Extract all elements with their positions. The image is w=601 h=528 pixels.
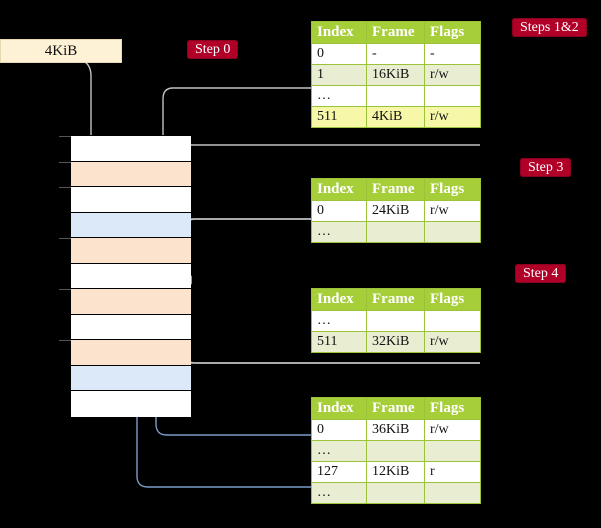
step-badge-label: Step 0 [195,42,231,57]
cell-frame: 16KiB [366,64,425,86]
step-badge-step4: Step 4 [515,264,567,283]
cell-flags [424,310,481,332]
step-badge-label: Step 3 [528,160,564,175]
table-row[interactable]: … [311,440,481,462]
cell-flags [424,85,481,107]
cell-frame [366,221,425,243]
cell-frame: 4KiB [366,106,425,128]
memory-frame-row [71,136,191,162]
column-header-frame: Frame [366,21,425,44]
table-row[interactable]: … [311,85,481,107]
step-badge-label: Steps 1&2 [520,20,579,35]
cell-index: … [311,221,367,243]
column-header-index: Index [311,397,367,420]
cell-flags: - [424,43,481,65]
table-row[interactable]: … [311,482,481,504]
cell-frame [366,440,425,462]
cell-index: 127 [311,461,367,483]
cell-index: 511 [311,106,367,128]
cell-index: 0 [311,200,367,222]
step-badge-steps12: Steps 1&2 [512,18,587,37]
column-header-frame: Frame [366,178,425,201]
cell-flags: r/w [424,64,481,86]
cell-flags [424,221,481,243]
memory-frame-row [71,391,191,417]
cell-flags [424,440,481,462]
memory-frame-row [71,212,191,238]
cell-flags: r [424,461,481,483]
column-header-index: Index [311,21,367,44]
cell-flags: r/w [424,200,481,222]
column-header-flags: Flags [424,21,481,44]
memory-frame-row [71,263,191,289]
column-header-index: Index [311,288,367,311]
column-header-flags: Flags [424,288,481,311]
memory-frame-row [71,340,191,366]
memory-frame-row [71,161,191,187]
cell-flags: r/w [424,419,481,441]
column-header-index: Index [311,178,367,201]
table-row[interactable]: 0-- [311,43,481,65]
memory-frame-tick [59,187,71,188]
size-label-text: 4KiB [44,43,78,59]
cell-frame: - [366,43,425,65]
cell-flags: r/w [424,331,481,353]
column-header-frame: Frame [366,397,425,420]
cell-index: 0 [311,43,367,65]
table-row[interactable]: … [311,221,481,243]
cell-frame: 36KiB [366,419,425,441]
cell-frame [366,482,425,504]
cell-frame [366,85,425,107]
memory-frame-row [71,365,191,391]
memory-frame-row [71,314,191,340]
memory-frame-tick [59,136,71,137]
cell-index: 511 [311,331,367,353]
column-header-flags: Flags [424,397,481,420]
cell-index: 1 [311,64,367,86]
table-row[interactable]: … [311,310,481,332]
cell-frame: 24KiB [366,200,425,222]
cell-index: … [311,310,367,332]
column-header-flags: Flags [424,178,481,201]
step-badge-label: Step 4 [523,266,559,281]
cell-index: … [311,85,367,107]
column-header-frame: Frame [366,288,425,311]
cell-index: 0 [311,419,367,441]
size-label-4kib: 4KiB [0,39,122,63]
memory-frame-row [71,187,191,213]
step-badge-step0: Step 0 [187,40,239,59]
memory-frame-tick [59,289,71,290]
cell-frame: 32KiB [366,331,425,353]
cell-frame: 12KiB [366,461,425,483]
cell-flags [424,482,481,504]
cell-index: … [311,440,367,462]
physical-memory-column [59,135,191,417]
memory-frame-tick [59,340,71,341]
cell-frame [366,310,425,332]
cell-flags: r/w [424,106,481,128]
memory-frame-tick [59,161,71,163]
step-badge-step3: Step 3 [520,158,572,177]
memory-frame-tick [59,238,71,239]
memory-frame-row [71,289,191,315]
memory-frame-row [71,238,191,264]
cell-index: … [311,482,367,504]
